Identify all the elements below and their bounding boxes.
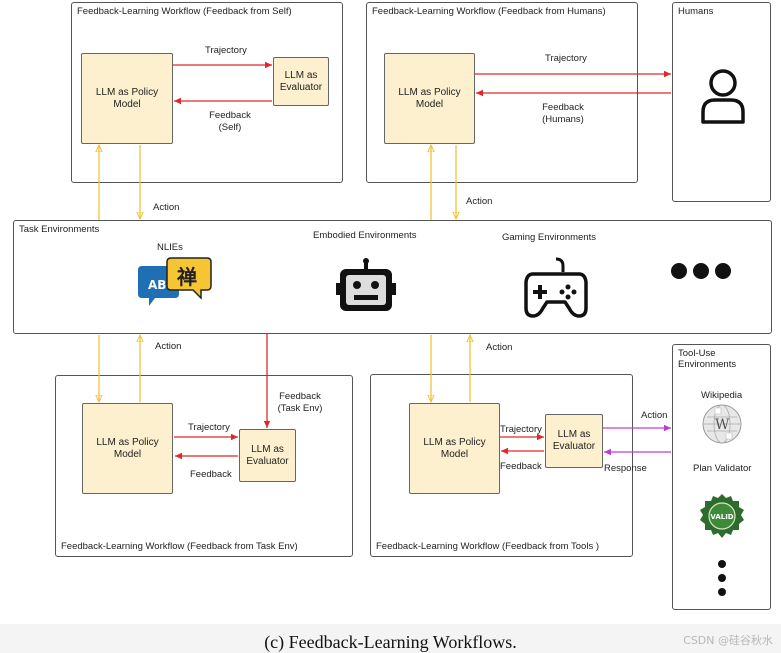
trajectory-label-task-env: Trajectory xyxy=(188,422,230,433)
caption-band xyxy=(0,624,781,653)
svg-text:AB: AB xyxy=(148,278,166,292)
figure-caption: (c) Feedback-Learning Workflows. xyxy=(264,632,517,652)
svg-text:禅: 禅 xyxy=(176,265,197,289)
tool-action-label: Action xyxy=(641,410,668,421)
panel-title-humans-flow: Feedback-Learning Workflow (Feedback fro… xyxy=(372,6,606,17)
panel-title-tool-use: Tool-Use Environments xyxy=(678,348,737,370)
action-label-bottom-left: Action xyxy=(155,341,182,352)
policy-model-self: LLM as Policy Model xyxy=(81,53,173,144)
tool-label-wikipedia: Wikipedia xyxy=(701,390,743,401)
gamepad-icon xyxy=(524,257,588,318)
evaluator-task-env: LLM as Evaluator xyxy=(239,429,296,482)
ellipsis-icon xyxy=(671,263,731,279)
wikipedia-globe-icon: W xyxy=(702,404,742,444)
panel-title-task-environments: Task Environments xyxy=(19,224,100,235)
trajectory-label-tools: Trajectory xyxy=(500,424,542,435)
evaluator-tools: LLM as Evaluator xyxy=(545,414,603,468)
action-label-top-right: Action xyxy=(466,196,493,207)
svg-text:W: W xyxy=(715,417,730,433)
feedback-label-task-env: Feedback xyxy=(190,469,232,480)
panel-title-self: Feedback-Learning Workflow (Feedback fro… xyxy=(77,6,292,17)
action-label-bottom-right: Action xyxy=(486,342,513,353)
policy-model-humans: LLM as Policy Model xyxy=(384,53,475,144)
policy-model-tools: LLM as Policy Model xyxy=(409,403,500,494)
env-label-embodied: Embodied Environments xyxy=(313,230,417,241)
tool-response-label: Response xyxy=(604,463,647,474)
vertical-ellipsis-icon xyxy=(718,560,726,596)
trajectory-label-self: Trajectory xyxy=(205,45,247,56)
robot-icon xyxy=(336,258,396,311)
panel-title-humans: Humans xyxy=(678,6,714,17)
panel-humans xyxy=(672,2,771,202)
env-label-nlies: NLIEs xyxy=(157,242,183,253)
panel-tool-use-environments xyxy=(672,344,771,610)
env-label-gaming: Gaming Environments xyxy=(502,232,596,243)
user-icon xyxy=(701,69,745,124)
trajectory-label-humans: Trajectory xyxy=(545,53,587,64)
valid-badge-text: VALID xyxy=(710,513,733,521)
feedback-label-humans: Feedback (Humans) xyxy=(542,102,584,125)
feedback-task-env-label: Feedback (Task Env) xyxy=(277,391,323,414)
feedback-label-self: Feedback (Self) xyxy=(209,110,251,133)
translate-bubbles-icon: AB 禅 xyxy=(138,257,212,306)
panel-title-task-env-flow: Feedback-Learning Workflow (Feedback fro… xyxy=(61,541,298,552)
valid-badge-icon: VALID xyxy=(700,494,744,538)
action-label-top-left: Action xyxy=(153,202,180,213)
panel-title-tools-flow: Feedback-Learning Workflow (Feedback fro… xyxy=(376,541,599,552)
policy-model-task-env: LLM as Policy Model xyxy=(82,403,173,494)
evaluator-self: LLM as Evaluator xyxy=(273,57,329,106)
watermark: CSDN @硅谷秋水 xyxy=(683,634,773,647)
feedback-label-tools: Feedback xyxy=(500,461,542,472)
tool-label-plan-validator: Plan Validator xyxy=(693,463,752,474)
